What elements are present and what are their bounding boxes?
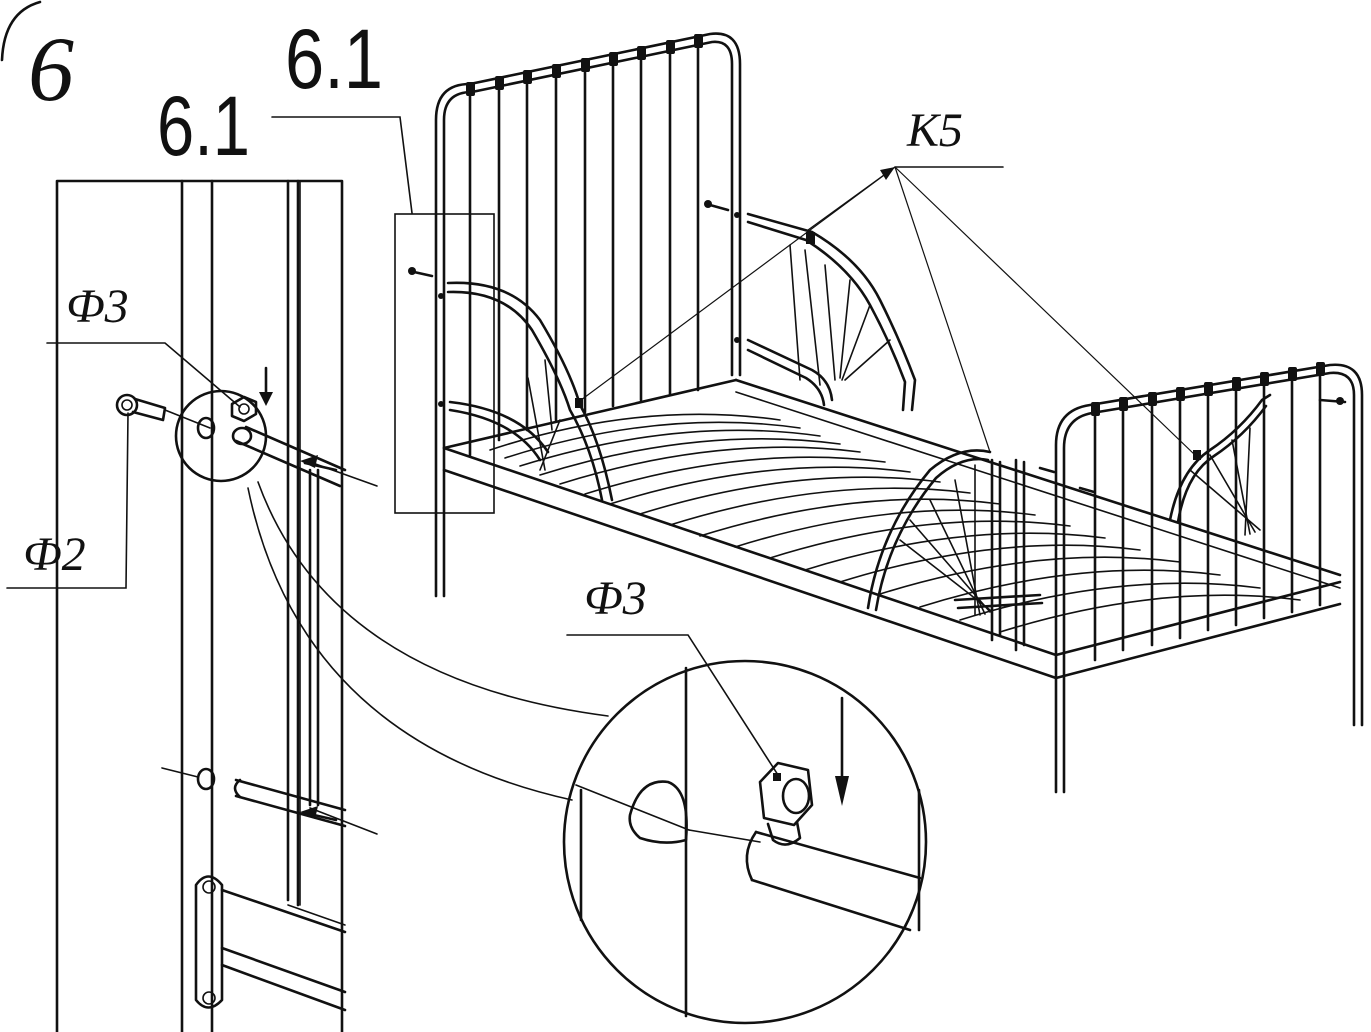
k5-pointer-2 <box>807 166 896 231</box>
part-label-f2: Ф2 <box>23 528 86 581</box>
k5-pointer-4 <box>894 166 1196 456</box>
sub-step-label-top: 6.1 <box>285 12 383 106</box>
k5-pointer-1 <box>576 166 896 404</box>
detail-link-upper <box>257 481 609 717</box>
part-label-f3-top: Ф3 <box>66 280 129 333</box>
f2-leader <box>6 412 129 589</box>
f3-top-leader <box>46 342 241 408</box>
frame-corner <box>0 0 42 62</box>
left-closeup-panel <box>55 179 378 1032</box>
k5-pointer-3 <box>894 166 991 453</box>
sub-step-label-left: 6.1 <box>157 79 250 173</box>
part-label-f3-detail: Ф3 <box>584 572 647 625</box>
part-label-k5: К5 <box>906 104 963 157</box>
bed-assembly <box>394 32 1364 794</box>
detail-link-lower <box>247 487 573 801</box>
step-number: 6 <box>28 18 74 120</box>
sub-step-leader <box>271 116 413 214</box>
detail-magnifier <box>562 659 928 1025</box>
f3-detail-leader <box>566 634 779 776</box>
